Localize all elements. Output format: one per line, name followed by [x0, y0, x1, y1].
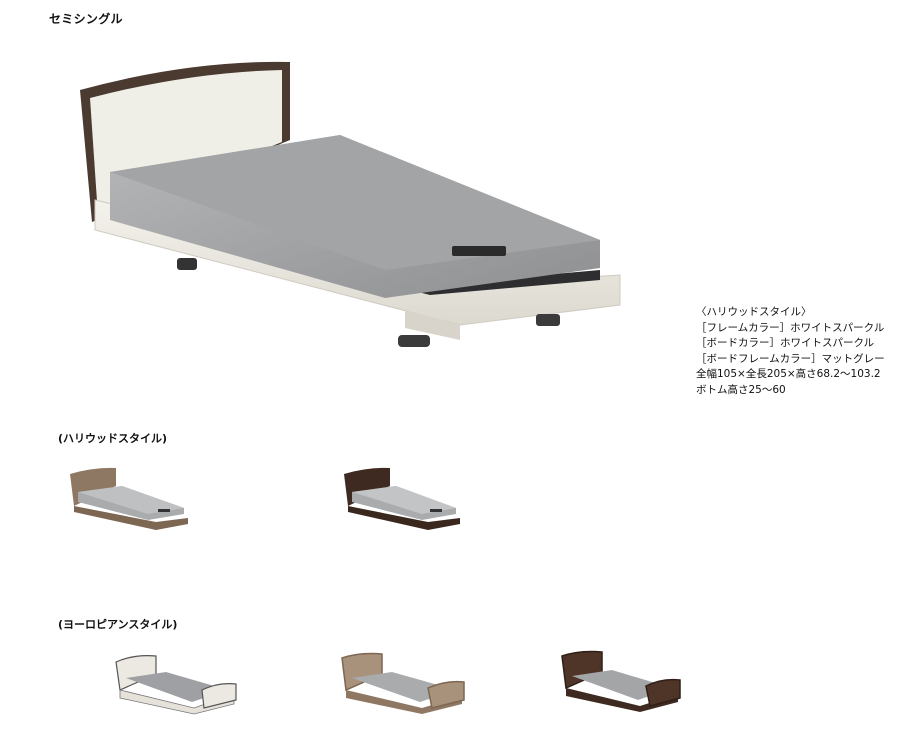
bed-european-white-image — [115, 655, 237, 715]
section-title-hollywood: (ハリウッドスタイル) — [58, 432, 168, 445]
variant-hollywood-lightwood[interactable] — [66, 464, 194, 534]
bed-european-lightwood-image — [341, 652, 465, 714]
section-title-european: (ヨーロピアンスタイル) — [58, 618, 178, 631]
variant-european-white[interactable] — [112, 648, 240, 718]
main-bed-image — [40, 40, 660, 380]
bed-hollywood-whitesparkle-image — [80, 61, 621, 347]
variant-hollywood-darkwood[interactable] — [342, 464, 466, 534]
bed-hollywood-lightwood-image — [70, 467, 188, 530]
spec-style: 〈ハリウッドスタイル〉 — [696, 306, 812, 318]
variant-european-lightwood[interactable] — [338, 648, 468, 718]
spec-board-frame-color: ［ボードフレームカラー］マットグレー — [696, 352, 885, 365]
bed-specs: 〈ハリウッドスタイル〉 ［フレームカラー］ホワイトスパークル ［ボードカラー］ホ… — [696, 305, 885, 398]
spec-dimensions: 全幅105×全長205×高さ68.2〜103.2 — [696, 368, 881, 380]
spec-frame-color: ［フレームカラー］ホワイトスパークル — [696, 321, 885, 334]
variant-european-darkwood[interactable] — [560, 648, 682, 718]
bed-european-darkwood-image — [561, 650, 681, 712]
spec-board-color: ［ボードカラー］ホワイトスパークル — [696, 337, 875, 349]
page-title: セミシングル — [49, 12, 123, 26]
bed-hollywood-darkwood-image — [344, 467, 460, 530]
spec-bottom-height: ボトム高さ25〜60 — [696, 383, 786, 396]
